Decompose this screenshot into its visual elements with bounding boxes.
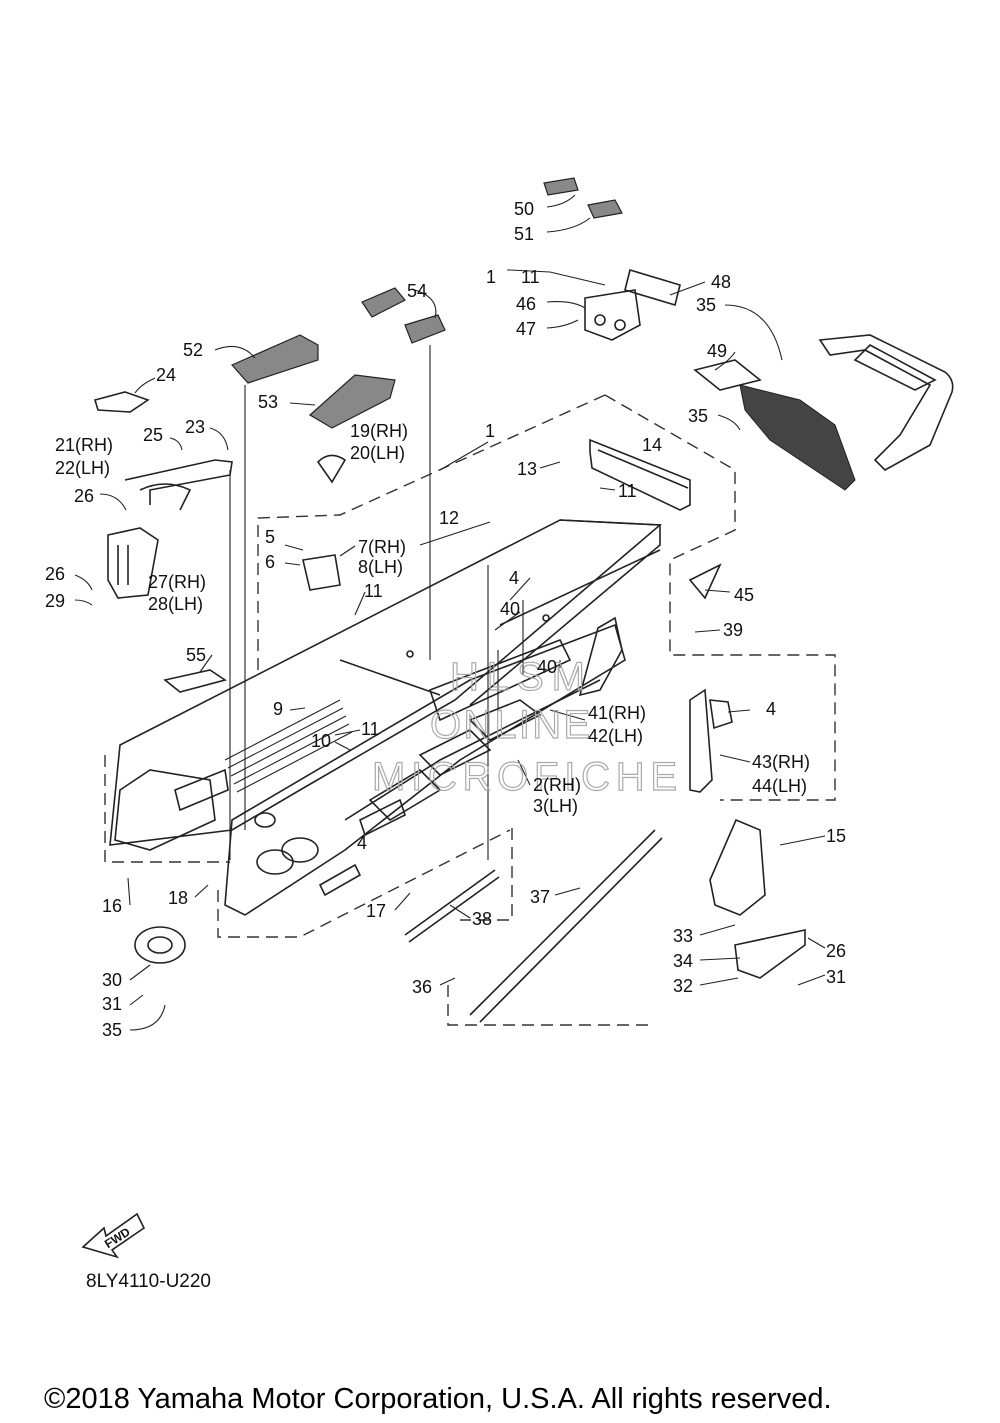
callout: 51 (514, 224, 534, 244)
callout: 26 (45, 564, 65, 584)
callout: 11 (364, 581, 383, 601)
callout: 46 (516, 294, 536, 314)
tunnel-chassis (109, 519, 663, 916)
callout: 30 (102, 970, 122, 990)
callout-labels: 50 51 1 11 48 46 35 47 54 52 49 24 53 35… (45, 199, 846, 1040)
callout: 32 (673, 976, 693, 996)
callout: 36 (412, 977, 432, 997)
callout: 6 (265, 552, 275, 572)
callout: 37 (530, 887, 550, 907)
callout: 49 (707, 341, 727, 361)
callout: 15 (826, 826, 846, 846)
callout: 34 (673, 951, 693, 971)
callout: 41(RH) (588, 703, 646, 723)
callout: 21(RH) (55, 435, 113, 455)
right-side-parts (404, 563, 806, 1023)
callout: 23 (185, 417, 205, 437)
callout: 35 (696, 295, 716, 315)
callout: 4 (509, 568, 519, 588)
decal-pads (231, 177, 623, 484)
leader-lines (74, 194, 826, 1031)
callout: 3(LH) (533, 796, 578, 816)
callout: 11 (618, 481, 637, 501)
callout: 38 (472, 909, 492, 929)
callout: 1 (486, 267, 496, 287)
callout: 19(RH) (350, 421, 408, 441)
callout: 39 (723, 620, 743, 640)
assembly-boundaries (104, 394, 836, 1026)
callout: 47 (516, 319, 536, 339)
callout: 18 (168, 888, 188, 908)
callout: 43(RH) (752, 752, 810, 772)
callout: 53 (258, 392, 278, 412)
callout: 2(RH) (533, 775, 581, 795)
callout: 1 (485, 421, 495, 441)
callout: 25 (143, 425, 163, 445)
callout: 50 (514, 199, 534, 219)
callout: 7(RH) (358, 537, 406, 557)
callout: 17 (366, 901, 386, 921)
callout: 10 (311, 731, 331, 751)
watermark-line: ONLINE (430, 703, 590, 747)
callout: 22(LH) (55, 458, 110, 478)
callout: 8(LH) (358, 557, 403, 577)
callout: 14 (642, 435, 662, 455)
callout: 31 (826, 967, 846, 987)
callout: 31 (102, 994, 122, 1014)
callout: 26 (826, 941, 846, 961)
callout: 29 (45, 591, 65, 611)
watermark-line: MICROFICHE (372, 755, 677, 799)
callout: 35 (688, 406, 708, 426)
callout: 54 (407, 281, 427, 301)
callout: 4 (357, 833, 367, 853)
callout: 45 (734, 585, 754, 605)
callout: 55 (186, 645, 206, 665)
callout: 11 (361, 719, 380, 739)
callout: 26 (74, 486, 94, 506)
callout: 4 (766, 699, 776, 719)
callout: 42(LH) (588, 726, 643, 746)
fwd-arrow-icon: FWD (81, 1212, 146, 1259)
watermark-line: HLSM (450, 655, 585, 699)
callout: 11 (521, 267, 540, 287)
callout: 5 (265, 527, 275, 547)
callout: 40 (537, 657, 557, 677)
callout: 12 (439, 508, 459, 528)
front-left-parts (93, 391, 341, 964)
callout: 20(LH) (350, 443, 405, 463)
callout: 9 (273, 699, 283, 719)
callout: 24 (156, 365, 176, 385)
callout: 16 (102, 896, 122, 916)
callout: 44(LH) (752, 776, 807, 796)
callout: 48 (711, 272, 731, 292)
callout: 27(RH) (148, 572, 206, 592)
callout: 52 (183, 340, 203, 360)
callout: 28(LH) (148, 594, 203, 614)
rear-bracket (589, 438, 691, 511)
diagram-code: 8LY4110-U220 (86, 1271, 211, 1292)
callout: 40 (500, 599, 520, 619)
callout: 35 (102, 1020, 122, 1040)
callout: 33 (673, 926, 693, 946)
copyright: ©2018 Yamaha Motor Corporation, U.S.A. A… (44, 1383, 832, 1415)
callout: 13 (517, 459, 537, 479)
rear-bumper-assembly (693, 334, 954, 491)
tail-light-housing (584, 268, 681, 341)
